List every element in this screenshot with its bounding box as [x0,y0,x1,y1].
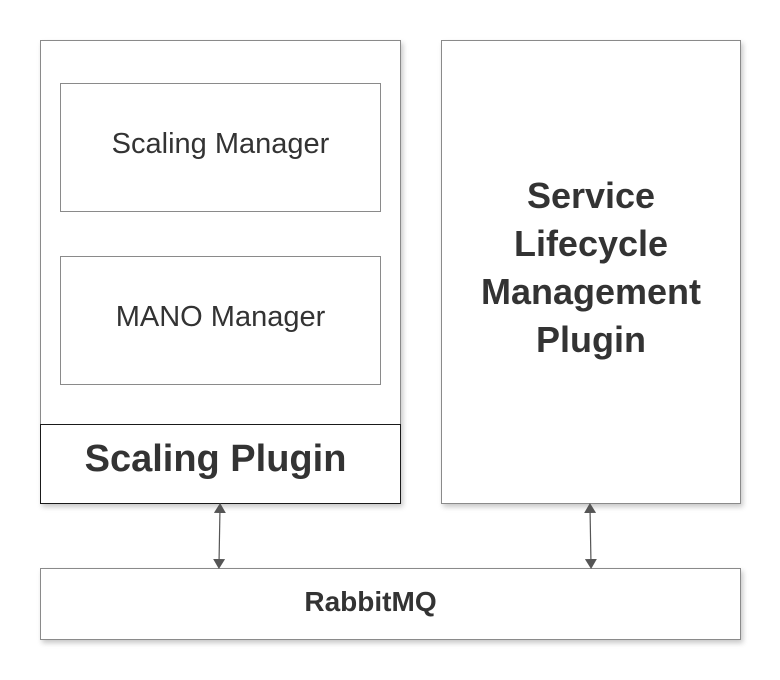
scaling-plugin-to-rabbitmq-arrow [213,503,226,569]
scaling-plugin-title: Scaling Plugin [84,437,347,480]
rabbitmq-label: RabbitMQ [304,586,437,617]
scaling-manager-label: Scaling Manager [111,128,330,160]
mano-manager-box: MANO Manager [60,256,381,385]
slm-title-line: Lifecycle [513,223,669,264]
scaling-plugin-footer: Scaling Plugin [40,424,401,504]
slm-title-line: Service [526,175,656,216]
mano-manager-label: MANO Manager [115,301,326,333]
slm-title-line: Plugin [536,319,646,360]
rabbitmq-box: RabbitMQ [40,568,741,640]
slm-title-line: Management [480,271,702,312]
slm-plugin-title: Service Lifecycle Management Plugin [442,172,740,364]
slm-plugin-to-rabbitmq-arrow [584,503,597,569]
service-lifecycle-management-plugin-box: Service Lifecycle Management Plugin [441,40,741,504]
scaling-manager-box: Scaling Manager [60,83,381,212]
